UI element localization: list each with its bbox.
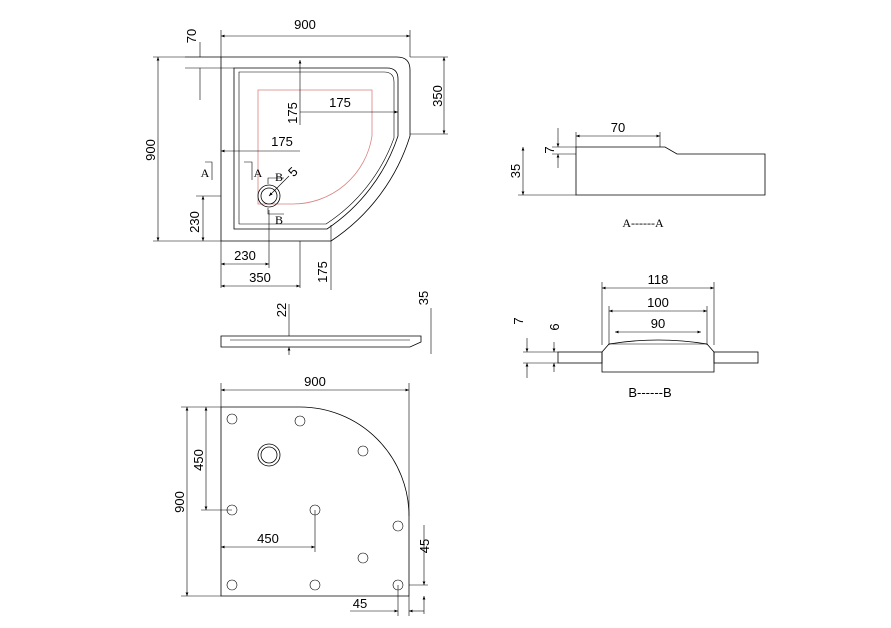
bottom-drain (257, 443, 281, 467)
dim-left-175: 175 (271, 134, 293, 149)
drain-hole-inner (260, 187, 278, 205)
top-view: 900 70 900 350 175 175 175 5 A A (143, 17, 448, 290)
dim-right-350: 350 (430, 85, 445, 107)
dim-bottom-230: 230 (234, 248, 256, 263)
drain-hole (257, 184, 281, 208)
dim-a-70: 70 (611, 120, 625, 135)
section-b-drain (601, 339, 715, 373)
section-a-a: 70 7 35 A------A (508, 120, 766, 230)
dim-left-height: 900 (143, 139, 158, 161)
tray-inner-rim-2 (238, 71, 395, 225)
dim-left-230: 230 (187, 211, 202, 233)
section-b-label: B------B (628, 385, 671, 400)
dim-top-width: 900 (294, 17, 316, 32)
dim-inner-175-h: 175 (329, 95, 351, 110)
bottom-drain-inner (260, 446, 278, 464)
section-mark-a-inner: A (254, 166, 263, 180)
support-foot (226, 413, 238, 425)
dim-bottom-v45: 45 (417, 539, 432, 553)
section-b-b: 118 100 90 7 6 B------B (511, 272, 759, 400)
tray-inner-rim (233, 67, 399, 230)
dim-bottom-350: 350 (249, 270, 271, 285)
support-foot (294, 415, 306, 427)
section-a-label: A------A (622, 216, 664, 230)
support-feet (226, 413, 404, 591)
slope-guide-line (257, 89, 373, 205)
dim-b-100: 100 (647, 295, 669, 310)
support-foot (357, 445, 369, 457)
support-foot (357, 552, 369, 564)
dim-bottom-v450: 450 (191, 449, 206, 471)
section-mark-b-top: B (275, 170, 283, 184)
dim-bottom-width: 900 (304, 374, 326, 389)
section-b-left-wall (557, 351, 603, 364)
tray-outline (220, 56, 411, 242)
side-profile (220, 335, 422, 348)
support-foot (226, 579, 238, 591)
dim-rim: 70 (184, 29, 199, 43)
dim-b-6: 6 (547, 323, 562, 330)
dim-a-35: 35 (508, 164, 523, 178)
dim-inner-175-v: 175 (285, 102, 300, 124)
bottom-outline (220, 406, 410, 597)
dim-bottom-h450: 450 (257, 531, 279, 546)
bottom-view: 900 900 450 450 45 45 (172, 374, 432, 616)
dim-b-118: 118 (648, 272, 669, 287)
dim-bottom-height: 900 (172, 491, 187, 513)
dim-side-35: 35 (416, 291, 431, 305)
dim-bottom-h45: 45 (353, 596, 367, 611)
dim-side-22: 22 (274, 303, 289, 317)
dim-b-7: 7 (511, 317, 526, 324)
dim-b-90: 90 (651, 316, 665, 331)
side-view: 22 35 (220, 291, 432, 355)
support-foot (309, 579, 321, 591)
section-mark-b-bottom: B (275, 213, 283, 227)
support-foot (392, 520, 404, 532)
dim-a-7: 7 (542, 146, 557, 153)
dim-bottom-175: 175 (315, 261, 330, 283)
section-mark-a-outer: A (201, 166, 210, 180)
section-b-right-wall (713, 351, 759, 364)
